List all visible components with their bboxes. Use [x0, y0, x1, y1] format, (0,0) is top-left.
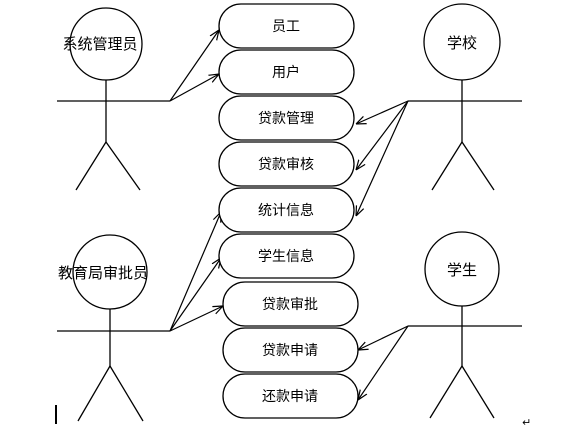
use-case-label: 用户	[272, 64, 300, 81]
use-case-student-info: 学生信息	[218, 233, 355, 279]
association-arrow-school-uc3	[356, 100, 409, 124]
actor-student: 学生	[408, 231, 522, 419]
association-arrow-approver-uc5	[169, 212, 221, 332]
actor-school: 学校	[408, 3, 522, 191]
use-case-shape	[222, 373, 359, 419]
association-arrow-admin-uc1	[169, 30, 219, 102]
actor-label: 学校	[447, 34, 477, 52]
use-case-shape	[218, 49, 355, 95]
association-arrow-approver-uc6	[169, 258, 221, 332]
use-case-label: 贷款审核	[258, 157, 314, 173]
actor-leg-right	[109, 365, 144, 422]
actor-leg-right	[461, 365, 495, 419]
use-case-shape	[218, 3, 355, 49]
association-arrow-school-uc4	[356, 100, 409, 170]
use-case-repayment-application: 还款申请	[222, 373, 359, 419]
use-case-shape	[218, 187, 355, 233]
association-arrow-student-uc9	[358, 325, 409, 400]
actor-leg-left	[77, 365, 111, 422]
use-case-shape	[218, 233, 355, 279]
actor-leg-left	[429, 365, 463, 419]
association-arrow-approver-uc7	[169, 306, 223, 332]
actor-education-approver: 教育局审批员	[57, 234, 170, 422]
use-case-loan-review: 贷款审核	[218, 141, 355, 187]
association-arrows	[169, 30, 409, 400]
use-case-loan-management: 贷款管理	[218, 95, 355, 141]
use-case-label: 还款申请	[262, 389, 318, 405]
use-case-label: 贷款申请	[262, 343, 318, 359]
use-case-statistics: 统计信息	[218, 187, 355, 233]
association-arrow-student-uc8	[358, 325, 409, 350]
use-case-label: 贷款审批	[262, 297, 318, 313]
use-case-shape	[222, 327, 359, 373]
use-case-label: 员工	[272, 19, 300, 35]
actor-label: 教育局审批员	[58, 264, 148, 282]
actor-leg-left	[75, 141, 107, 191]
use-case-loan-application: 贷款申请	[222, 327, 359, 373]
use-case-shape	[222, 281, 359, 327]
actor-leg-right	[461, 141, 495, 191]
paragraph-mark: ↵	[522, 416, 531, 429]
use-case-label: 学生信息	[258, 248, 314, 265]
association-arrow-admin-uc2	[169, 74, 219, 102]
use-case-label: 贷款管理	[258, 111, 314, 127]
use-case-user: 用户	[218, 49, 355, 95]
actor-label: 学生	[447, 261, 477, 279]
actor-leg-left	[431, 141, 463, 191]
association-arrow-school-uc5	[356, 100, 409, 216]
use-case-shape	[218, 95, 355, 141]
use-case-label: 统计信息	[258, 202, 314, 219]
actor-leg-right	[105, 141, 141, 191]
use-case-employee: 员工	[218, 3, 355, 49]
use-case-loan-approval: 贷款审批	[222, 281, 359, 327]
use-case-shape	[218, 141, 355, 187]
actor-label: 系统管理员	[62, 35, 137, 53]
actor-system-admin: 系统管理员	[57, 7, 170, 191]
